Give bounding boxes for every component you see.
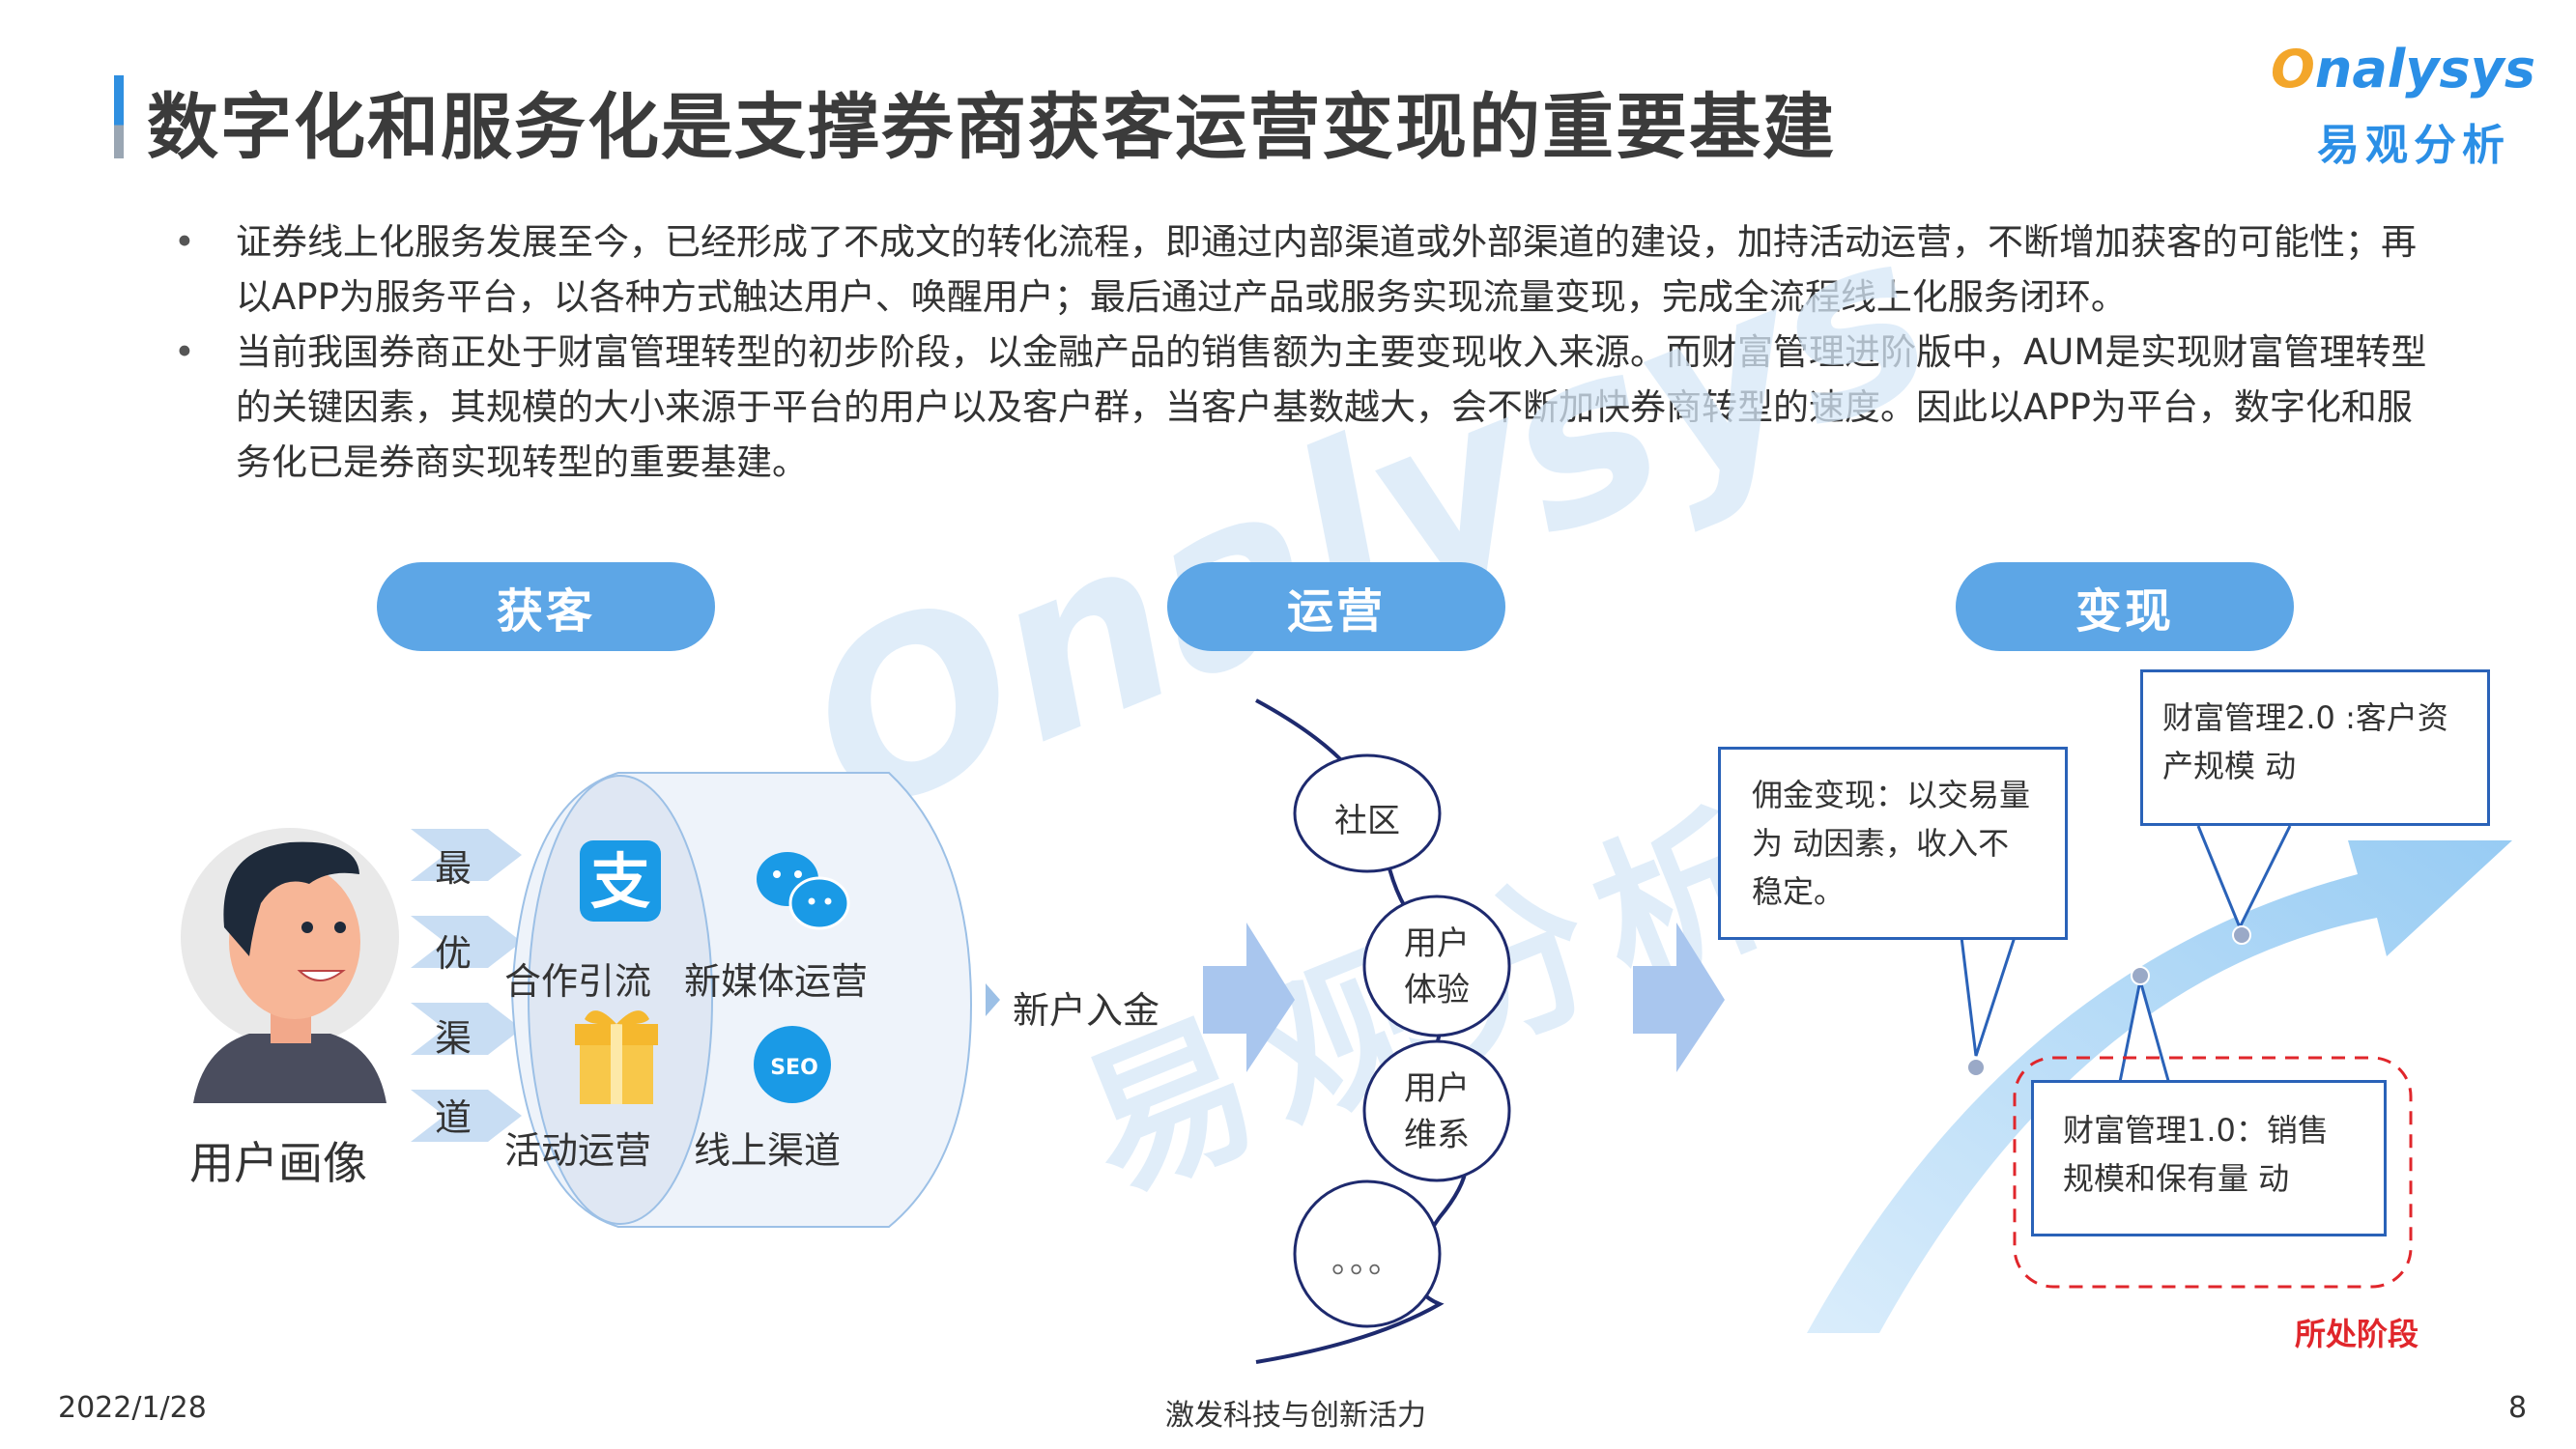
analysys-logo: Onalysys xyxy=(2271,39,2535,99)
node-user-experience xyxy=(1362,895,1511,1037)
stage-monetize-pill: 变现 xyxy=(1956,562,2294,651)
page-title: 数字化和服务化是支撑券商获客运营变现的重要基建 xyxy=(147,86,1836,169)
current-stage-label: 所处阶段 xyxy=(2295,1316,2419,1352)
node-retention-label: 用户维系 xyxy=(1404,1069,1470,1154)
growth-arrow xyxy=(1807,840,2512,1333)
user-avatar-icon xyxy=(181,828,399,1103)
node-more-label: 。。。 xyxy=(1331,1242,1403,1281)
node-experience-label: 用户体验 xyxy=(1404,924,1470,1009)
stage-acquire-pill: 获客 xyxy=(377,562,715,651)
small-arrow-icon xyxy=(986,983,1000,1016)
svg-text:支: 支 xyxy=(590,846,650,917)
new-user-deposit-label: 新户入金 xyxy=(1013,989,1160,1032)
gift-icon xyxy=(575,1010,658,1104)
channel-char-4: 道 xyxy=(435,1096,472,1139)
node-community-label: 社区 xyxy=(1334,802,1400,840)
stage-operate-pill: 运营 xyxy=(1167,562,1505,651)
channel-char-2: 优 xyxy=(435,932,472,975)
commission-box: 佣金变现：以交易量为 动因素，收入不稳定。 xyxy=(1718,747,2068,940)
node-user-retention xyxy=(1362,1039,1511,1182)
footer-date: 2022/1/28 xyxy=(58,1391,207,1425)
channel-char-1: 最 xyxy=(435,847,472,890)
channel-online-label: 线上渠道 xyxy=(694,1129,842,1172)
svg-text:SEO: SEO xyxy=(770,1056,818,1080)
current-stage-frame xyxy=(2013,1056,2413,1289)
alipay-icon: 支 xyxy=(580,840,661,922)
node-community xyxy=(1293,753,1442,873)
wealth2-box: 财富管理2.0 :客户资产规模 动 xyxy=(2140,669,2490,826)
flow-arrow-2 xyxy=(1633,923,1725,1072)
channel-char-3: 渠 xyxy=(435,1017,472,1060)
channel-newmedia-label: 新媒体运营 xyxy=(684,960,869,1003)
funnel-mouth xyxy=(528,775,713,1225)
user-profile-label: 用户画像 xyxy=(189,1137,367,1189)
channel-chevrons xyxy=(411,829,522,1142)
logo-chinese-text: 易观分析 xyxy=(2317,121,2510,170)
channel-activity-label: 活动运营 xyxy=(504,1129,652,1172)
bullet-list: 证券线上化服务发展至今，已经形成了不成文的转化流程，即通过内部渠道或外部渠道的建… xyxy=(174,214,2435,490)
node-more xyxy=(1293,1179,1442,1328)
bullet-item: 当前我国券商正处于财富管理转型的初步阶段，以金融产品的销售额为主要变现收入来源。… xyxy=(174,325,2435,490)
wechat-icon xyxy=(757,852,850,930)
title-accent-bar xyxy=(114,75,124,158)
footer-slogan: 激发科技与创新活力 xyxy=(1165,1399,1426,1433)
seo-icon: SEO xyxy=(754,1026,831,1103)
page-number: 8 xyxy=(2508,1391,2528,1425)
logo-swoosh-icon: O xyxy=(2271,39,2315,99)
wealth1-box: 财富管理1.0：销售规模和保有量 动 xyxy=(2031,1080,2387,1236)
bullet-item: 证券线上化服务发展至今，已经形成了不成文的转化流程，即通过内部渠道或外部渠道的建… xyxy=(174,214,2435,325)
flow-arrow-1 xyxy=(1203,923,1295,1072)
callout-pointer-commission xyxy=(1960,936,2017,1057)
channel-partner-label: 合作引流 xyxy=(504,960,652,1003)
